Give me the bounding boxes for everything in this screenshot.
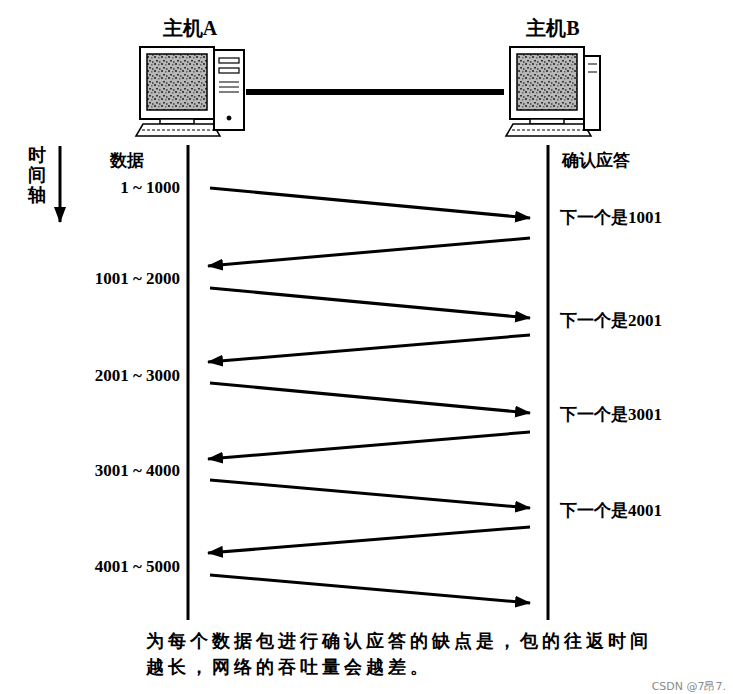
data-range: 4001 ~ 5000 (95, 556, 180, 578)
data-range: 3001 ~ 4000 (95, 460, 180, 482)
ack-label: 下一个是3001 (560, 404, 662, 426)
network-cable (246, 89, 504, 95)
timeline-b (547, 145, 550, 620)
column-header: 数据 (110, 150, 144, 172)
timeline-a (187, 145, 190, 620)
ack-label: 下一个是1001 (560, 207, 662, 229)
host-name: 主机A (134, 16, 246, 40)
data-range: 2001 ~ 3000 (95, 365, 180, 387)
ack-label: 下一个是4001 (560, 500, 662, 522)
computer-b (506, 47, 600, 136)
host-b: 主机B (504, 16, 602, 138)
time-axis-label: 时间轴 (28, 146, 46, 205)
data-range: 1001 ~ 2000 (95, 268, 180, 290)
host-name: 主机B (504, 16, 602, 40)
computer-a (136, 47, 244, 136)
host-a: 主机A (134, 16, 246, 138)
column-header: 确认应答 (562, 150, 630, 172)
watermark: CSDN @7昂7. (652, 676, 726, 694)
ack-label: 下一个是2001 (560, 310, 662, 332)
time-axis-arrow (59, 146, 62, 222)
message-arrows (208, 188, 530, 603)
caption: 为每个数据包进行确认应答的缺点是，包的往返时间越长，网络的吞吐量会越差。 (146, 628, 661, 680)
data-range: 1 ~ 1000 (120, 177, 180, 199)
